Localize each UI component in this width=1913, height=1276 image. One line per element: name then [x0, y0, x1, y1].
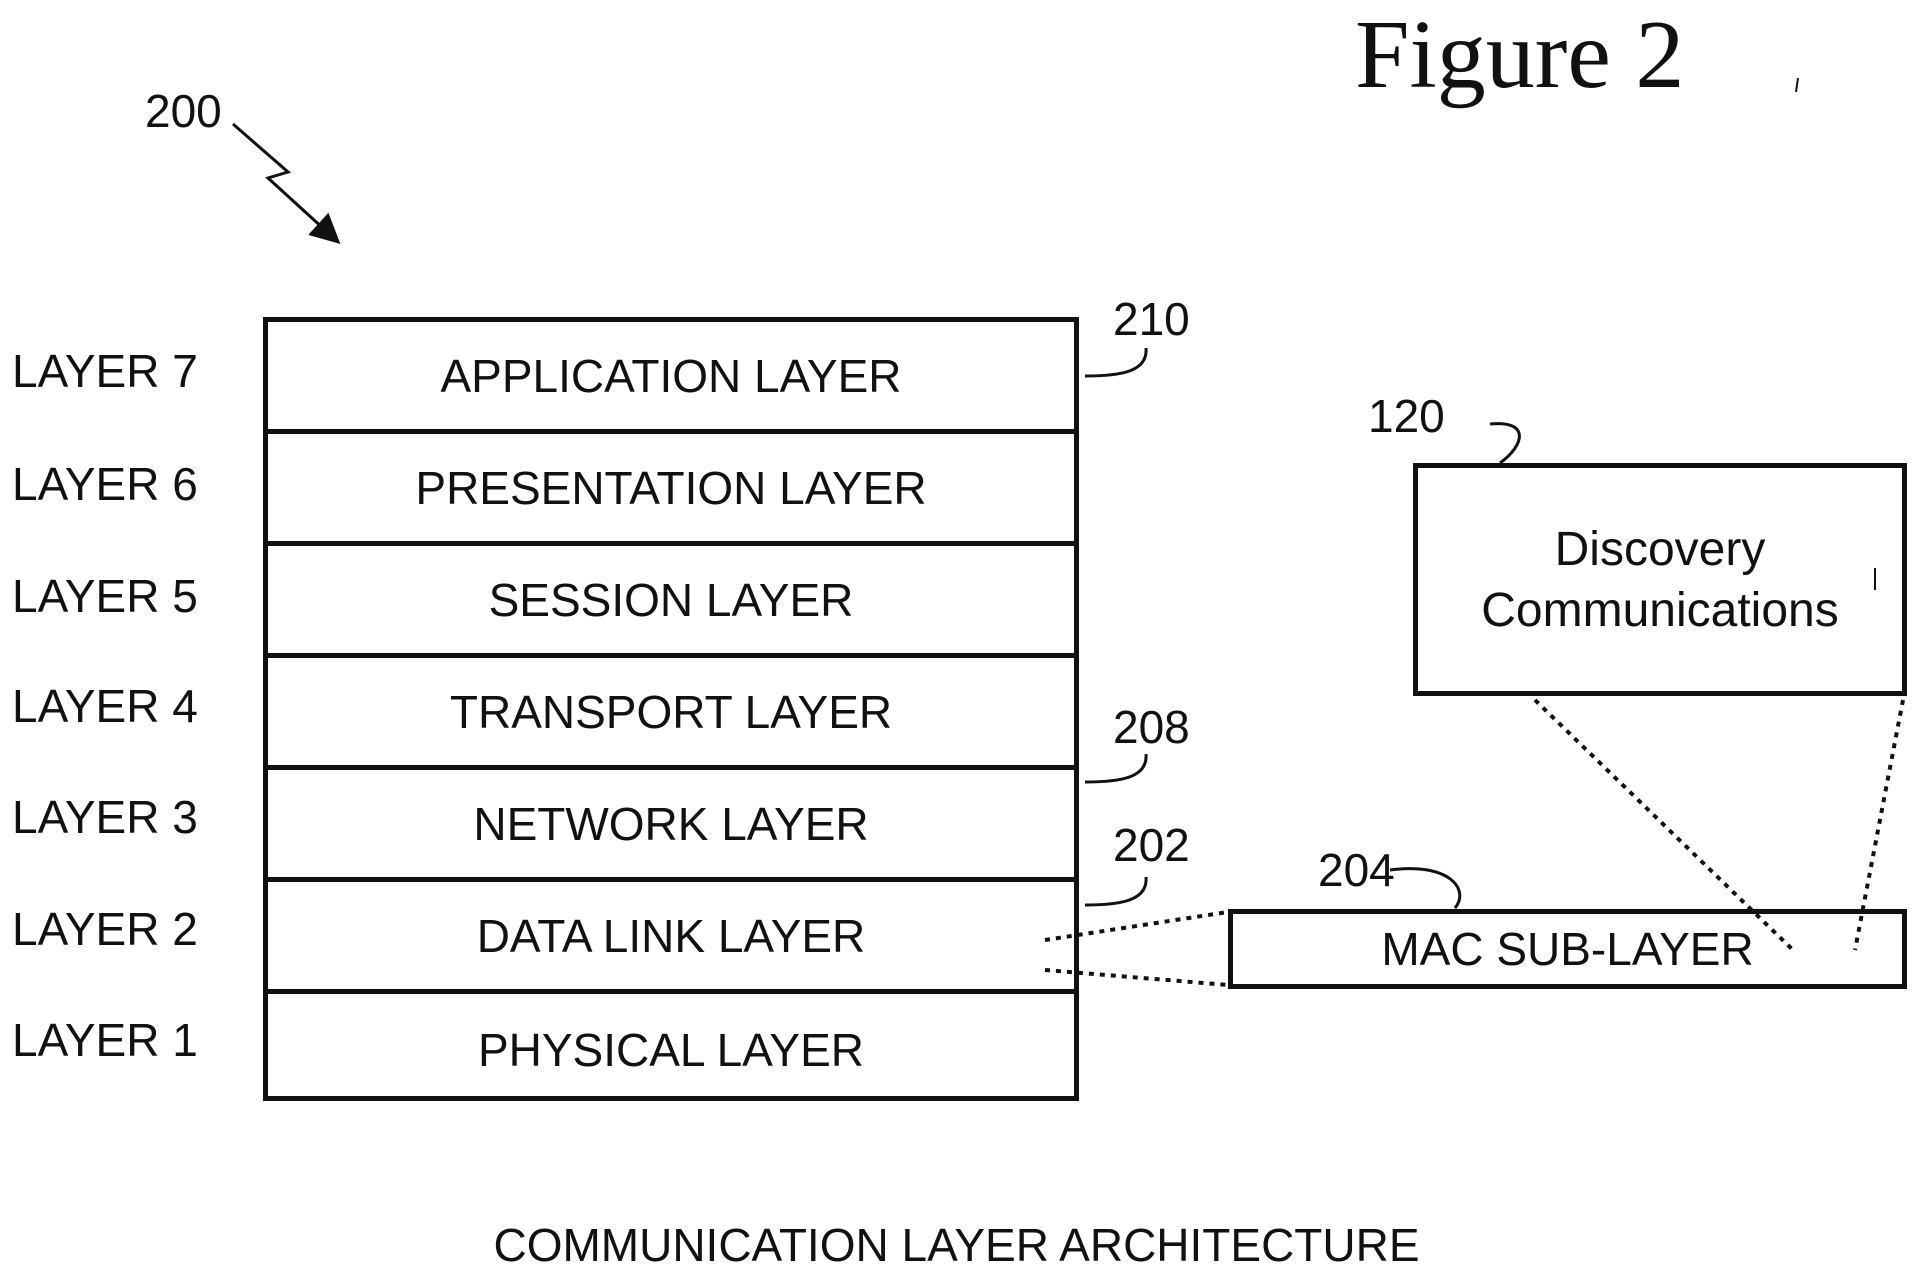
ref-210-leader — [1085, 348, 1146, 376]
dotted-link-lower — [1045, 970, 1228, 985]
ref-202-leader — [1085, 877, 1146, 905]
ref-200-arrow — [233, 124, 336, 240]
ref-208-leader — [1085, 754, 1146, 782]
dotted-discovery-right — [1855, 700, 1903, 950]
ref-120-leader — [1490, 424, 1519, 463]
stray-mark-top — [1796, 78, 1798, 92]
ref-204-leader — [1390, 869, 1460, 908]
dotted-link-upper — [1045, 912, 1228, 940]
dotted-discovery-left — [1535, 700, 1795, 952]
